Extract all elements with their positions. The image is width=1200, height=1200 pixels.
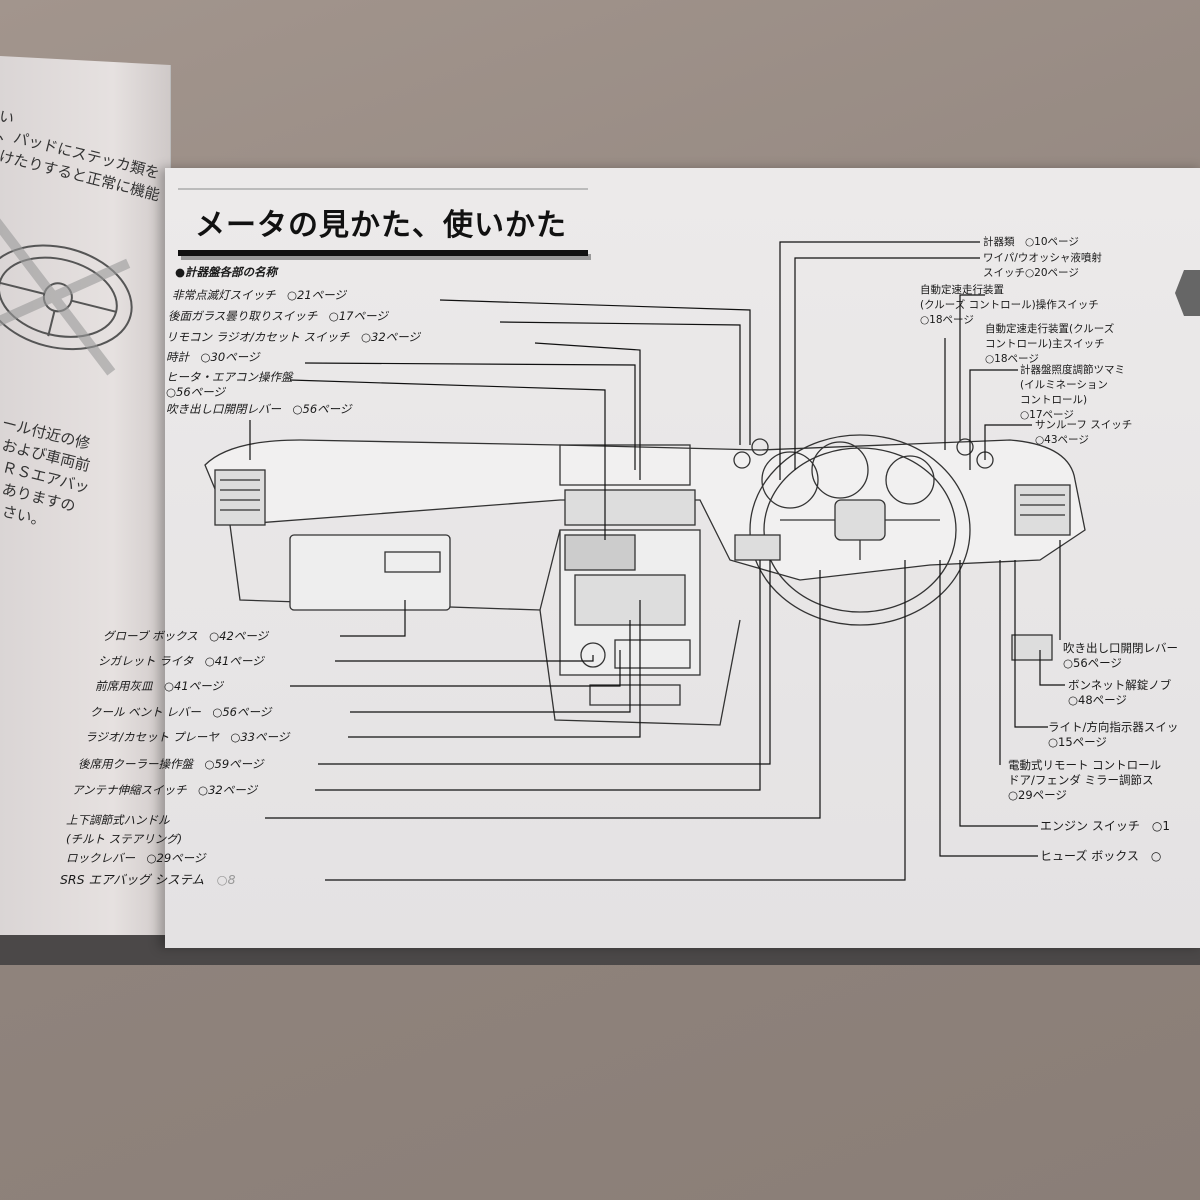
page-ref: ○: [1150, 849, 1162, 863]
label-name: 非常点滅灯スイッチ: [172, 288, 276, 302]
label-name: コントロール): [1020, 394, 1088, 406]
page-ref: ○20ページ: [1025, 267, 1079, 279]
label-name: エンジン スイッチ: [1040, 819, 1140, 833]
section-heading: ●計器盤各部の名称: [175, 265, 278, 279]
page-ref: ○42ページ: [209, 629, 269, 643]
label-cruise-control-switch: 自動定速走行装置 (クルーズ コントロール)操作スイッチ ○18ページ: [920, 283, 1099, 328]
label-name: グローブ ボックス: [103, 629, 198, 643]
page-title: メータの見かた、使いかた: [195, 208, 567, 243]
label-glove-box: グローブ ボックス ○42ページ: [103, 629, 268, 644]
page-ref: ○41ページ: [204, 654, 264, 668]
label-name: 吹き出し口開閉レバー: [1063, 641, 1178, 655]
label-antenna-switch: アンテナ伸縮スイッチ ○32ページ: [72, 783, 257, 798]
label-illumination-control: 計器盤照度調節ツマミ (イルミネーションコントロール) ○17ページ: [1020, 363, 1125, 423]
page-ref: ○56ページ: [212, 705, 272, 719]
label-name: シガレット ライタ: [98, 654, 194, 668]
label-mirror-switch: 電動式リモート コントロールドア/フェンダ ミラー調節ス○29ページ: [1008, 758, 1161, 803]
label-name: ヒータ・エアコン操作盤: [166, 370, 293, 384]
page-ref: ○17ページ: [1020, 409, 1074, 421]
label-name: 時計: [166, 350, 189, 364]
page-ref: ○41ページ: [164, 679, 223, 693]
page-ref: ○8: [216, 872, 236, 887]
label-name: SRS エアバッグ システム: [60, 872, 205, 887]
label-name: 前席用灰皿: [95, 679, 153, 693]
page-ref: ○43ページ: [1035, 434, 1089, 446]
label-vent-lever-left: 吹き出し口開閉レバー ○56ページ: [166, 402, 351, 417]
page-ref: ○48ページ: [1068, 693, 1127, 707]
label-front-ashtray: 前席用灰皿 ○41ページ: [95, 679, 223, 694]
page-ref: ○56ページ: [292, 402, 352, 416]
label-heater-ac-panel: ヒータ・エアコン操作盤○56ページ: [166, 370, 293, 400]
label-wiper-switch: ワイパ/ウオッシャ液噴射スイッチ○20ページ: [983, 251, 1102, 281]
label-name: (チルト ステアリング): [66, 832, 183, 846]
label-name: 後席用クーラー操作盤: [78, 757, 193, 771]
label-name: ライト/方向指示器スイッ: [1048, 720, 1179, 734]
label-name: ドア/フェンダ ミラー調節ス: [1008, 773, 1154, 787]
label-name: コントロール)主スイッチ: [985, 338, 1105, 350]
label-name: アンテナ伸縮スイッチ: [72, 783, 187, 797]
label-hood-release: ボンネット解錠ノブ○48ページ: [1068, 678, 1171, 708]
label-name: 計器類: [983, 236, 1015, 248]
label-light-turn-switch: ライト/方向指示器スイッ○15ページ: [1048, 720, 1178, 750]
page-ref: ○33ページ: [230, 730, 290, 744]
label-clock: 時計 ○30ページ: [166, 350, 259, 365]
page-ref: ○29ページ: [146, 851, 206, 865]
label-name: 上下調節式ハンドル: [66, 813, 170, 827]
label-name: ヒューズ ボックス: [1040, 849, 1139, 863]
label-cigarette-lighter: シガレット ライタ ○41ページ: [98, 654, 264, 669]
label-name: ワイパ/ウオッシャ液噴射: [983, 252, 1102, 264]
label-name: クール ベント レバー: [90, 705, 201, 719]
page-ref: ○32ページ: [198, 783, 257, 797]
label-name: 自動定速走行装置: [920, 284, 1004, 296]
label-name: (クルーズ コントロール)操作スイッチ: [920, 299, 1099, 311]
label-name: ボンネット解錠ノブ: [1068, 678, 1172, 692]
page-ref: ○32ページ: [360, 330, 420, 344]
page-ref: ○18ページ: [920, 314, 974, 326]
label-name: 吹き出し口開閉レバー: [166, 402, 281, 416]
label-name: 後面ガラス曇り取りスイッチ: [168, 309, 318, 323]
label-name: スイッチ: [983, 267, 1025, 279]
label-rear-defogger: 後面ガラス曇り取りスイッチ ○17ページ: [168, 309, 388, 324]
page-ref: ○18ページ: [985, 353, 1039, 365]
page-ref: ○10ページ: [1025, 236, 1079, 248]
title-top-rule: [178, 188, 588, 190]
label-engine-switch: エンジン スイッチ ○1: [1040, 819, 1170, 834]
page-ref: ○29ページ: [1008, 788, 1067, 802]
label-hazard-switch: 非常点滅灯スイッチ ○21ページ: [172, 288, 346, 303]
label-name: 自動定速走行装置(クルーズ: [985, 323, 1115, 335]
label-cool-vent-lever: クール ベント レバー ○56ページ: [90, 705, 271, 720]
label-name: リモコン ラジオ/カセット スイッチ: [166, 330, 350, 344]
label-name: 計器盤照度調節ツマミ: [1020, 364, 1125, 376]
page-ref: ○15ページ: [1048, 735, 1107, 749]
label-name: ロックレバー: [66, 851, 135, 865]
label-cruise-main-switch: 自動定速走行装置(クルーズコントロール)主スイッチ ○18ページ: [985, 322, 1114, 367]
label-rear-cooler-panel: 後席用クーラー操作盤 ○59ページ: [78, 757, 263, 772]
page-ref: ○56ページ: [166, 385, 225, 399]
label-vent-lever-right: 吹き出し口開閉レバー○56ページ: [1063, 641, 1178, 671]
label-fuse-box: ヒューズ ボックス ○: [1040, 849, 1161, 864]
label-srs-airbag: SRS エアバッグ システム ○8: [60, 872, 236, 887]
page-ref: ○56ページ: [1063, 656, 1122, 670]
label-name: サンルーフ スイッチ: [1035, 419, 1133, 431]
page-ref: ○1: [1151, 819, 1170, 833]
page-ref: ○30ページ: [200, 350, 260, 364]
label-name: 電動式リモート コントロール: [1008, 758, 1162, 772]
title-underline: [178, 250, 588, 256]
page-ref: ○17ページ: [328, 309, 388, 323]
label-radio-cassette-player: ラジオ/カセット プレーヤ ○33ページ: [85, 730, 289, 745]
label-name: ラジオ/カセット プレーヤ: [85, 730, 219, 744]
steering-wheel-illustration: [0, 216, 133, 376]
label-sunroof-switch: サンルーフ スイッチ ○43ページ: [1035, 418, 1132, 448]
page-ref: ○21ページ: [287, 288, 346, 302]
label-gauges: 計器類 ○10ページ: [983, 235, 1079, 250]
label-name: (イルミネーション: [1020, 379, 1108, 391]
label-remote-radio-switch: リモコン ラジオ/カセット スイッチ ○32ページ: [166, 330, 420, 345]
label-tilt-steering-lever: 上下調節式ハンドル (チルト ステアリング) ロックレバー ○29ページ: [66, 811, 205, 868]
page-ref: ○59ページ: [204, 757, 264, 771]
